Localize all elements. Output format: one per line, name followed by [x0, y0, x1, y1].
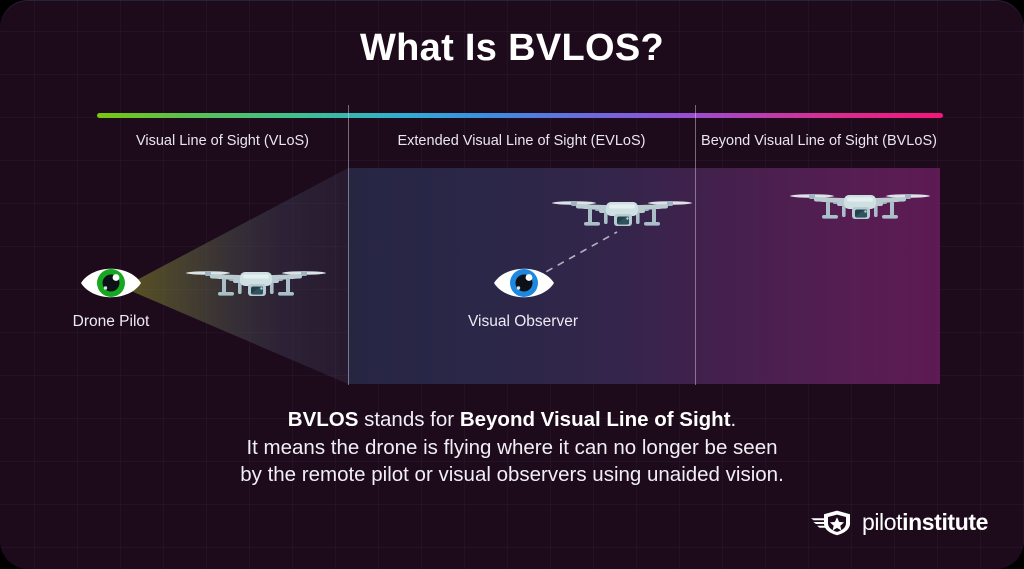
drone-vlos	[186, 258, 326, 319]
drone-pilot-eye	[79, 262, 143, 309]
drone-icon	[186, 271, 326, 296]
caption-block: BVLOS stands for Beyond Visual Line of S…	[0, 406, 1024, 489]
zone-divider-1	[348, 105, 349, 385]
logo-text-institute: institute	[902, 508, 988, 535]
caption-line-3: by the remote pilot or visual observers …	[240, 463, 784, 486]
caption-connector: stands for	[358, 408, 460, 431]
pilot-institute-logo[interactable]: pilotinstitute	[810, 506, 988, 538]
page-title: What Is BVLOS?	[360, 27, 664, 69]
caption-expansion: Beyond Visual Line of Sight	[459, 408, 731, 431]
drone-bvlos	[790, 181, 930, 242]
caption-period: .	[730, 408, 737, 431]
logo-wordmark: pilotinstitute	[862, 509, 988, 536]
zone-label-vlos: Visual Line of Sight (VLoS)	[135, 133, 310, 149]
zone-label-bvlos: Beyond Visual Line of Sight (BVLoS)	[701, 133, 937, 149]
drone-evlos	[552, 188, 692, 249]
visual-observer-eye	[492, 262, 556, 309]
drone-pilot-label: Drone Pilot	[72, 313, 150, 330]
zone-label-evlos: Extended Visual Line of Sight (EVLoS)	[397, 133, 646, 149]
visual-observer-label: Visual Observer	[468, 313, 578, 330]
logo-text-pilot: pilot	[861, 508, 903, 535]
eye-icon	[494, 268, 554, 298]
winged-shield-star-icon	[810, 510, 850, 535]
eye-icon	[81, 268, 141, 298]
drone-icon	[552, 201, 692, 226]
spectrum-gradient-bar	[97, 113, 943, 118]
drone-icon	[790, 194, 930, 219]
caption-line-2: It means the drone is flying where it ca…	[246, 435, 778, 459]
caption-line-1: BVLOS stands for Beyond Visual Line of S…	[0, 406, 1024, 434]
caption-term: BVLOS	[287, 408, 359, 431]
zone-divider-2	[695, 105, 696, 385]
